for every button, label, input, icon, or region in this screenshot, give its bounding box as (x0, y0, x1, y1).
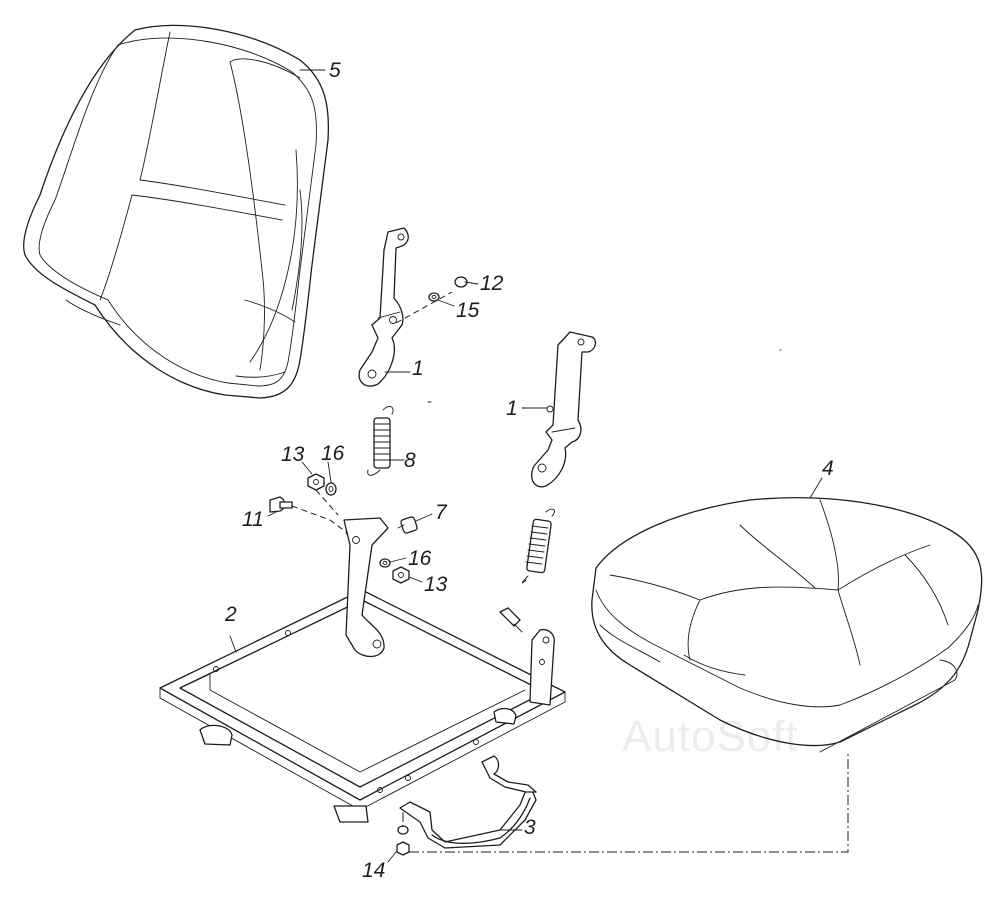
pin-7 (397, 513, 433, 534)
callout-1-upper: 1 (412, 357, 424, 380)
callout-4: 4 (822, 457, 834, 480)
pin-lower (499, 607, 523, 633)
washer-16-upper (325, 461, 337, 496)
callout-13-upper: 13 (281, 443, 305, 466)
callout-13-lower: 13 (424, 573, 448, 596)
callout-15: 15 (456, 299, 480, 322)
hinge-bracket-right (521, 331, 597, 488)
callout-1-right: 1 (506, 397, 518, 420)
spring-8 (367, 406, 405, 476)
washer-16-lower (379, 557, 407, 568)
bolt-12 (454, 276, 479, 288)
callout-14: 14 (362, 859, 386, 882)
washer-15 (428, 292, 455, 307)
callout-3: 3 (524, 816, 536, 839)
callout-11: 11 (242, 508, 264, 531)
callout-7: 7 (435, 501, 447, 524)
hinge-bracket-left (358, 227, 411, 387)
spring-lower (521, 508, 555, 584)
seat-backrest (23, 24, 330, 399)
callout-5: 5 (329, 59, 341, 82)
callout-8: 8 (404, 449, 416, 472)
seat-frame (159, 517, 566, 823)
callout-16-upper: 16 (321, 442, 345, 465)
nut-14 (387, 825, 410, 863)
nut-13-upper (301, 461, 325, 491)
callout-16-lower: 16 (408, 547, 432, 570)
watermark: AutoSoft (622, 712, 799, 761)
seat-cushion (591, 477, 983, 753)
bolt-11 (267, 496, 293, 517)
nut-13-lower (392, 566, 423, 584)
adjust-handle (399, 755, 537, 849)
callout-2: 2 (225, 603, 237, 626)
callout-12: 12 (480, 272, 504, 295)
